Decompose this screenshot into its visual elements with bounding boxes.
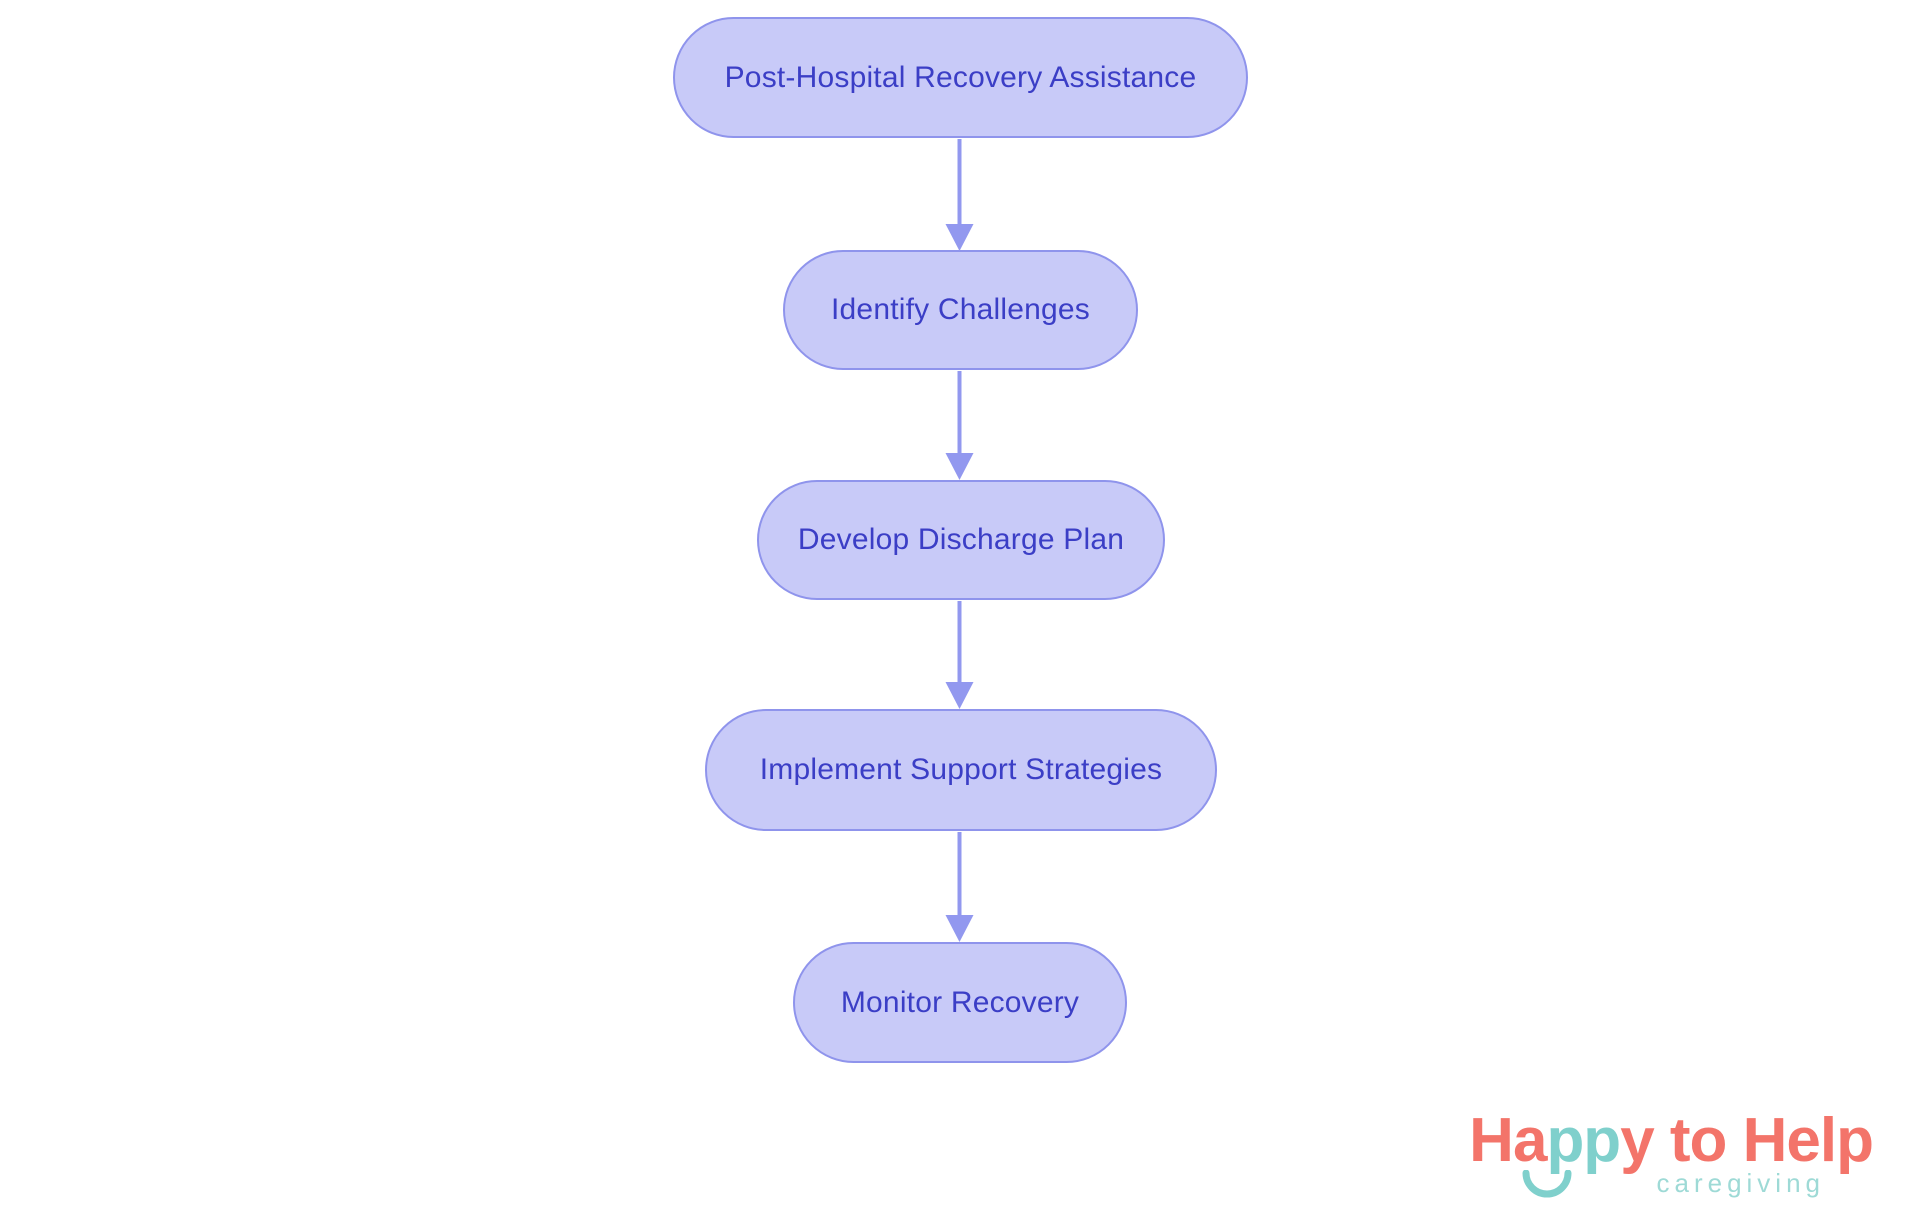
happy-to-help-logo: Happy to Help caregiving	[1427, 1106, 1874, 1208]
down-arrow-1	[945, 139, 974, 251]
flow-node-label: Develop Discharge Plan	[797, 523, 1125, 556]
logo-wordmark: Happy to Help	[1427, 1106, 1874, 1175]
smile-icon	[1522, 1170, 1572, 1198]
flow-node-identify-challenges: Identify Challenges	[783, 250, 1138, 370]
down-arrow-2	[945, 371, 974, 480]
down-arrow-3	[945, 601, 974, 709]
logo-text-coral-2: y to Help	[1620, 1106, 1874, 1175]
flow-node-label: Identify Challenges	[831, 293, 1090, 326]
logo-subtitle: caregiving	[1656, 1168, 1825, 1198]
logo-text-coral-1: Ha	[1469, 1106, 1547, 1175]
flow-node-monitor-recovery: Monitor Recovery	[793, 942, 1127, 1063]
flow-node-develop-discharge-plan: Develop Discharge Plan	[757, 480, 1165, 600]
flow-node-post-hospital-recovery-assistance: Post-Hospital Recovery Assistance	[673, 17, 1248, 138]
logo-text-teal: pp	[1546, 1106, 1621, 1175]
flow-node-label: Post-Hospital Recovery Assistance	[724, 60, 1197, 94]
flow-node-label: Implement Support Strategies	[759, 753, 1163, 786]
down-arrow-4	[945, 832, 974, 942]
flow-node-label: Monitor Recovery	[840, 985, 1080, 1019]
flow-node-implement-support-strategies: Implement Support Strategies	[705, 709, 1217, 831]
